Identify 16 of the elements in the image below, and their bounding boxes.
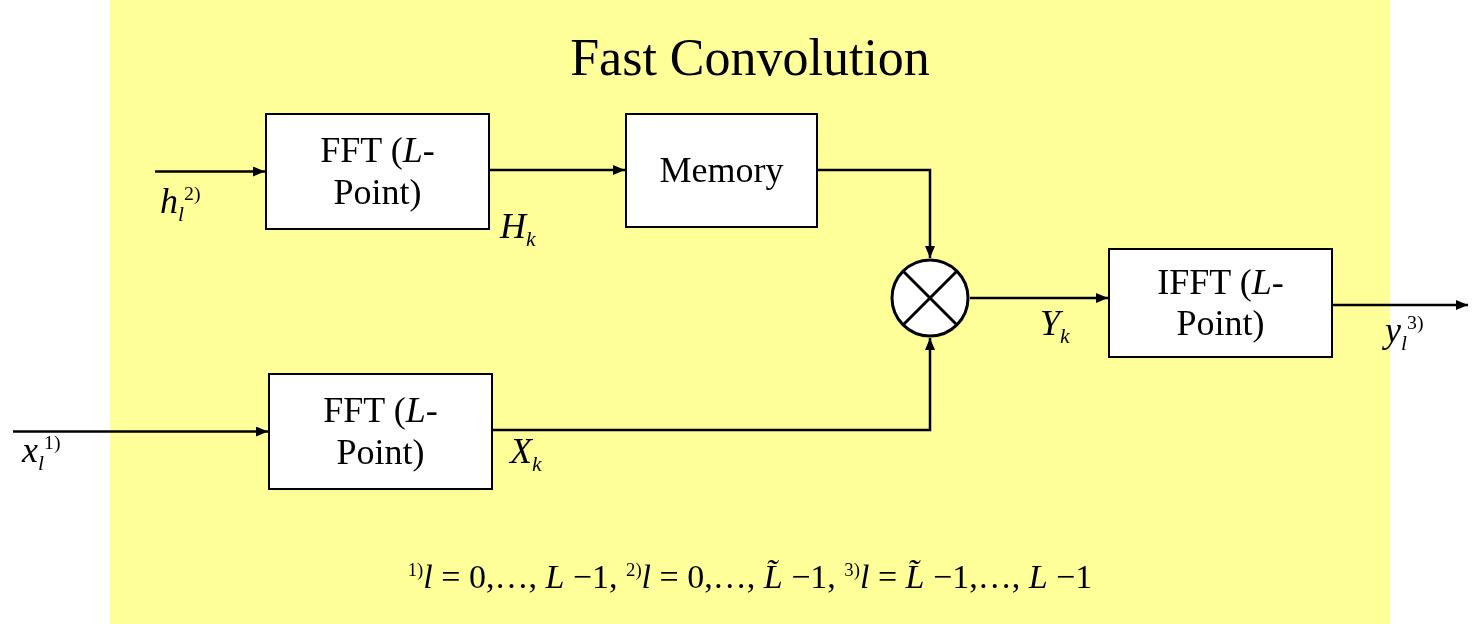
process-box: FFT (L-Point) [265, 113, 490, 230]
diagram-title: Fast Convolution [570, 28, 930, 87]
process-box: Memory [625, 113, 818, 228]
arrow [970, 293, 1108, 303]
process-box: IFFT (L-Point) [1108, 248, 1333, 358]
process-box: FFT (L-Point) [268, 373, 493, 490]
arrow [1333, 300, 1468, 310]
arrow [155, 166, 265, 177]
arrow [493, 338, 935, 432]
signal-label: H$_{k}$ [500, 205, 536, 253]
signal-label: X$_{k}$ [510, 430, 542, 478]
arrow [490, 165, 625, 175]
footnote: $^{1)}$l = 0,…, L −1, $^{2)}$l = 0,…, L̃ −1, $^{3)}$l = L̃ −1,…, L −1 [407, 558, 1093, 596]
arrow [13, 426, 268, 437]
signal-label: Y$_{k}$ [1040, 302, 1070, 350]
arrow [818, 168, 935, 258]
